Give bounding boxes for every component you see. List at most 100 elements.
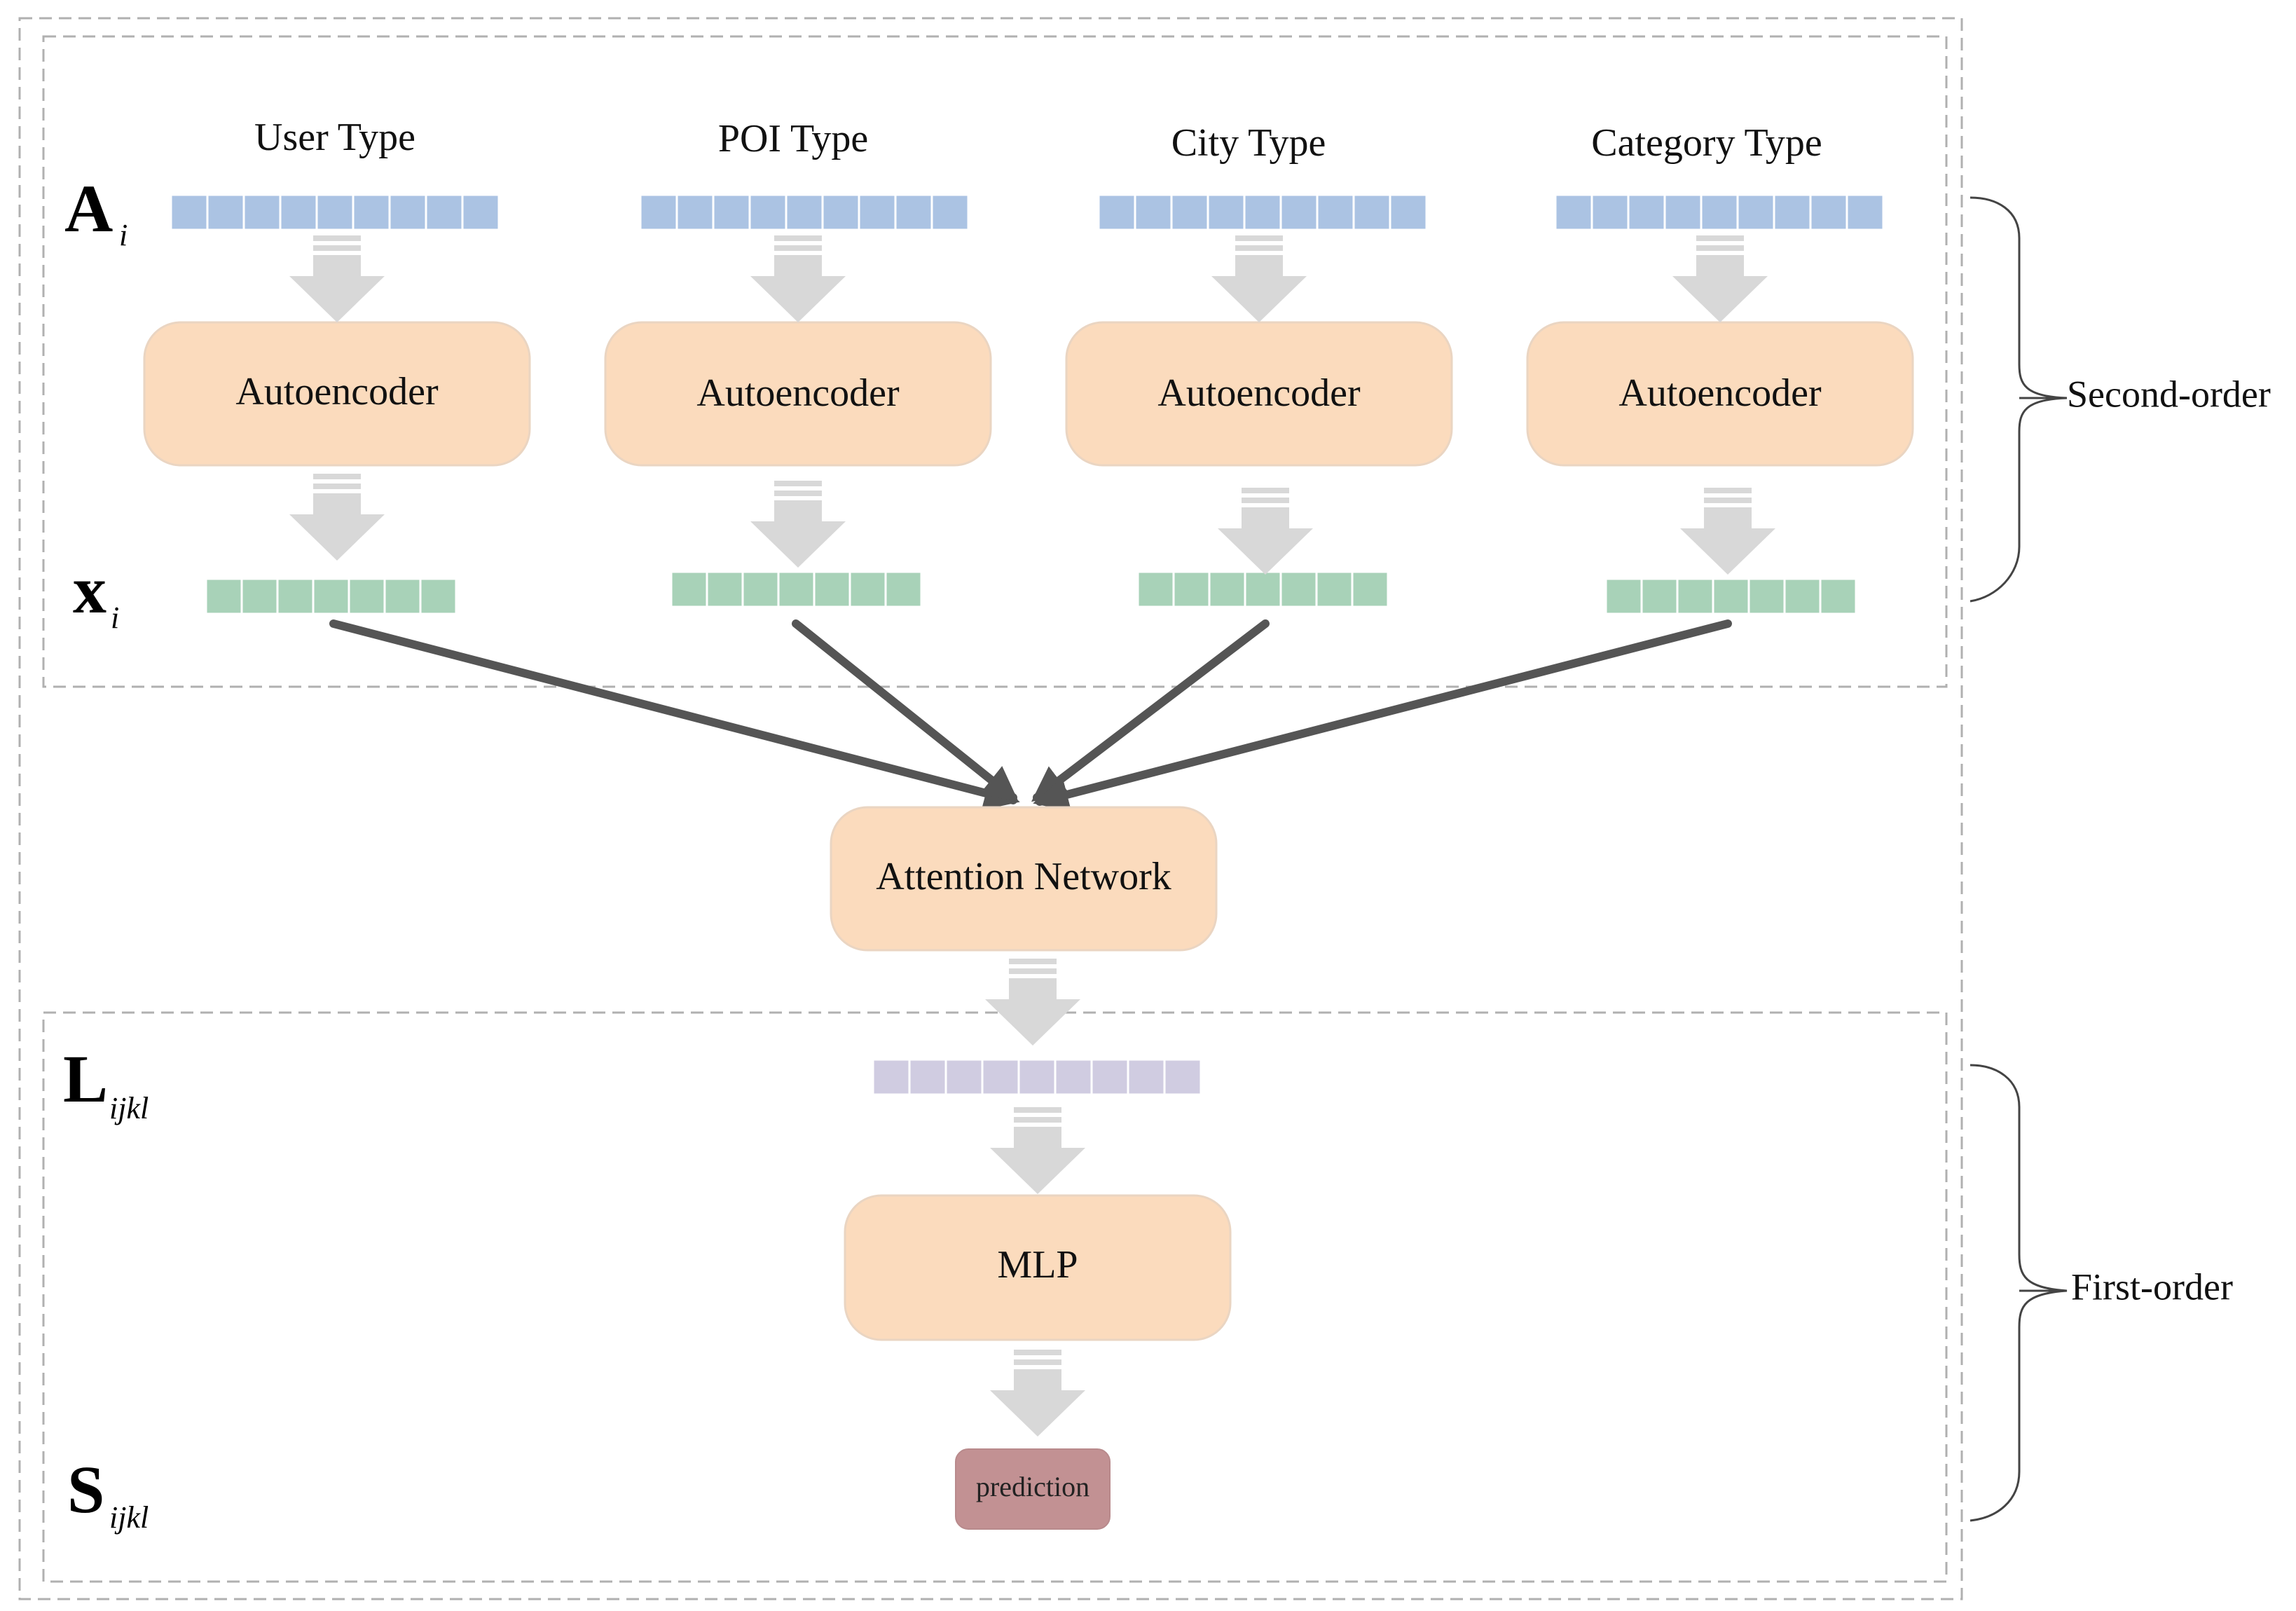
- input-vector-city-cell: [1279, 193, 1319, 231]
- latent-vector-city-cell: [1208, 570, 1246, 608]
- flow-arrow-attention-out-stripe: [1009, 959, 1057, 964]
- flow-arrow-user-in-stripe: [313, 235, 361, 241]
- flow-arrow-city-in: [1211, 235, 1307, 322]
- flow-arrow-category-out: [1680, 488, 1775, 575]
- fused-vector-cell: [1090, 1058, 1129, 1096]
- flow-arrow-user-in: [289, 235, 385, 322]
- autoencoder-city: Autoencoder: [1065, 321, 1453, 467]
- latent-vector-category: [1604, 577, 1857, 615]
- symbol-s-ijkl: S ijkl: [67, 1452, 149, 1535]
- flow-arrow-poi-in-stripe: [774, 245, 822, 251]
- autoencoder-city-label: Autoencoder: [1157, 371, 1361, 415]
- latent-vector-user-cell: [348, 577, 386, 615]
- mlp-box: [844, 1194, 1232, 1341]
- input-vector-poi-cell: [930, 193, 970, 231]
- latent-vector-user-cell: [383, 577, 422, 615]
- latent-vector-category-cell: [1604, 577, 1643, 615]
- flow-arrow-user-in-head: [289, 255, 385, 322]
- input-vector-poi-cell: [785, 193, 824, 231]
- flow-arrow-category-out-stripe: [1704, 488, 1752, 493]
- fused-vector-cell: [1017, 1058, 1057, 1096]
- latent-vector-poi-cell: [848, 570, 887, 608]
- symbol-l-main: L: [63, 1041, 108, 1116]
- flow-arrow-category-out-stripe: [1704, 498, 1752, 503]
- input-vector-category-cell: [1554, 193, 1593, 231]
- latent-vector-poi-cell: [670, 570, 708, 608]
- input-vector-user-cell: [170, 193, 209, 231]
- flow-arrow-user-out-stripe: [313, 474, 361, 479]
- latent-vector-city-cell: [1136, 570, 1175, 608]
- latent-vector-category-cell: [1676, 577, 1714, 615]
- fused-vector-cell: [944, 1058, 984, 1096]
- fused-vector-cell: [1127, 1058, 1166, 1096]
- input-vector-user-cell: [461, 193, 500, 231]
- flow-arrow-poi-out-stripe: [774, 481, 822, 486]
- latent-vector-category-cell: [1819, 577, 1857, 615]
- flow-arrow-city-in-stripe: [1235, 235, 1283, 241]
- symbol-x-i: x i: [73, 552, 119, 635]
- attention-network-box: [830, 806, 1218, 952]
- attention-network-label: Attention Network: [876, 855, 1171, 898]
- fused-vector-cell: [908, 1058, 947, 1096]
- input-vector-category-cell: [1590, 193, 1630, 231]
- input-vector-category-cell: [1663, 193, 1703, 231]
- flow-arrow-category-in-stripe: [1696, 235, 1744, 241]
- first-order-brace: [1970, 1064, 2068, 1522]
- latent-vector-city-cell: [1315, 570, 1354, 608]
- input-vector-city: [1097, 193, 1428, 231]
- flow-arrow-city-in-head: [1211, 255, 1307, 322]
- flow-arrow-user-out: [289, 474, 385, 561]
- latent-vector-category-cell: [1640, 577, 1679, 615]
- input-vector-city-cell: [1352, 193, 1391, 231]
- input-vector-poi-cell: [639, 193, 678, 231]
- input-vector-user-cell: [425, 193, 464, 231]
- mlp-module: MLP: [844, 1194, 1232, 1341]
- prediction-label: prediction: [976, 1471, 1089, 1502]
- flow-arrow-mlp-out-stripe: [1014, 1359, 1061, 1365]
- edge-user-to-attention: [329, 619, 1020, 811]
- flow-arrow-poi-in-head: [750, 255, 846, 322]
- symbol-s-main: S: [67, 1452, 104, 1527]
- flow-arrow-category-in-head: [1672, 255, 1768, 322]
- flow-arrow-user-out-stripe: [313, 484, 361, 489]
- input-vector-user-cell: [315, 193, 355, 231]
- latent-vector-poi-cell: [777, 570, 816, 608]
- flow-arrow-fused-out-stripe: [1014, 1107, 1061, 1113]
- flow-arrow-category-out-head: [1680, 507, 1775, 575]
- input-vector-user-cell: [388, 193, 427, 231]
- input-vector-user: [170, 193, 500, 231]
- latent-vector-city-cell: [1172, 570, 1211, 608]
- flow-arrow-poi-out-stripe: [774, 491, 822, 496]
- latent-vector-user-cell: [312, 577, 350, 615]
- input-vector-poi-cell: [675, 193, 715, 231]
- second-order-region: [42, 35, 1948, 688]
- autoencoder-poi-label: Autoencoder: [696, 371, 900, 415]
- flow-arrow-user-out-head: [289, 493, 385, 561]
- latent-vector-city: [1136, 570, 1389, 608]
- edge-category-to-attention: [1033, 619, 1732, 812]
- input-vector-city-cell: [1243, 193, 1282, 231]
- prediction-box: [955, 1448, 1111, 1530]
- autoencoder-category-label: Autoencoder: [1618, 371, 1822, 415]
- flow-arrow-attention-out: [985, 959, 1080, 1046]
- second-order-label: Second-order: [2067, 373, 2271, 415]
- input-vector-poi-cell: [821, 193, 860, 231]
- edge-city-to-attention: [1031, 619, 1270, 802]
- flow-arrow-attention-out-stripe: [1009, 968, 1057, 974]
- latent-vector-poi-cell: [813, 570, 851, 608]
- input-vector-category-cell: [1736, 193, 1775, 231]
- symbol-l-ijkl: L ijkl: [63, 1041, 149, 1125]
- input-vector-user-cell: [352, 193, 391, 231]
- input-vector-city-cell: [1316, 193, 1355, 231]
- latent-vector-category-cell: [1783, 577, 1822, 615]
- input-vector-category-cell: [1809, 193, 1848, 231]
- symbol-a-main: A: [64, 171, 113, 246]
- mlp-label: MLP: [997, 1243, 1078, 1287]
- flow-arrow-category-in: [1672, 235, 1768, 322]
- input-vector-category-cell: [1845, 193, 1885, 231]
- fused-vector: [872, 1058, 1202, 1096]
- latent-vector-poi-cell: [741, 570, 780, 608]
- latent-vector-category-cell: [1712, 577, 1750, 615]
- type-label-city: City Type: [1171, 121, 1326, 165]
